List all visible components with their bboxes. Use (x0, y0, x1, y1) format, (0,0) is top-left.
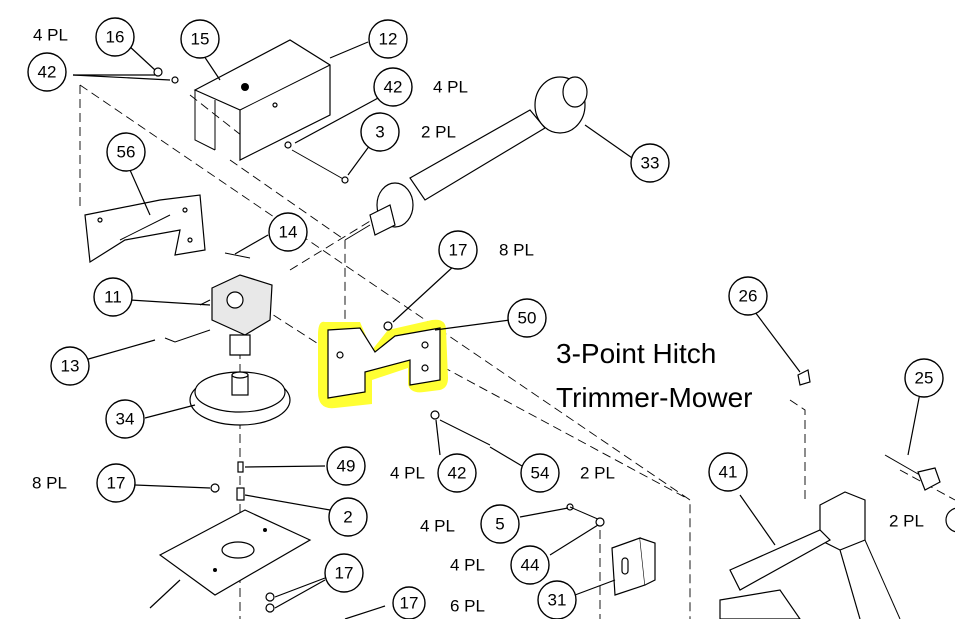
part-11-gearbox (199, 274, 273, 356)
svg-text:42: 42 (448, 464, 467, 483)
callout-17-left: 17 (96, 463, 136, 503)
callout-11: 11 (93, 277, 133, 317)
svg-text:31: 31 (548, 591, 567, 610)
callout-14: 14 (268, 212, 308, 252)
svg-text:41: 41 (719, 463, 738, 482)
callout-42-top: 42 (373, 67, 413, 107)
callout-41: 41 (708, 452, 748, 492)
part-31-bracket (611, 537, 656, 596)
part-12-housing (193, 39, 331, 161)
callout-42-top-left: 42 (27, 52, 67, 92)
callout-54: 54 (520, 453, 560, 493)
callout-15: 15 (180, 19, 220, 59)
callout-2: 2 (328, 497, 368, 537)
qty-label: 2 PL (421, 123, 456, 142)
qty-label: 4 PL (33, 26, 68, 45)
svg-text:16: 16 (106, 28, 125, 47)
callout-44: 44 (510, 545, 550, 585)
qty-label: 6 PL (450, 597, 485, 616)
part-56-plate (84, 194, 206, 264)
qty-label: 4 PL (420, 517, 455, 536)
callout-33: 33 (630, 143, 670, 183)
qty-label: 4 PL (433, 78, 468, 97)
qty-label: 2 PL (580, 464, 615, 483)
callout-5: 5 (480, 504, 520, 544)
part-25-pin (884, 454, 941, 491)
svg-text:54: 54 (531, 464, 550, 483)
part-34-pulley (189, 371, 291, 426)
svg-text:34: 34 (116, 410, 135, 429)
callout-50: 50 (507, 298, 547, 338)
callout-3: 3 (360, 112, 400, 152)
callout-12: 12 (368, 19, 408, 59)
callout-56: 56 (106, 132, 146, 172)
leader-lines (72, 41, 921, 619)
callout-17-top: 17 (438, 230, 478, 270)
callout-34: 34 (105, 399, 145, 439)
qty-label: 4 PL (450, 556, 485, 575)
qty-label: 8 PL (499, 241, 534, 260)
hardware (153, 67, 955, 613)
callout-17-lowest: 17 (392, 586, 426, 619)
svg-text:17: 17 (107, 474, 126, 493)
qty-label: 4 PL (390, 464, 425, 483)
svg-text:56: 56 (117, 143, 136, 162)
qty-label: 2 PL (889, 512, 924, 531)
diagram-title-line1: 3-Point Hitch (556, 338, 716, 369)
callout-42-mid: 42 (437, 453, 477, 493)
part-50-bracket (327, 327, 441, 399)
svg-text:42: 42 (384, 78, 403, 97)
svg-text:3: 3 (375, 123, 384, 142)
svg-text:33: 33 (641, 154, 660, 173)
svg-text:2: 2 (343, 508, 352, 527)
bottom-mounting-plate (158, 509, 312, 596)
callout-31: 31 (537, 580, 577, 619)
svg-text:15: 15 (191, 30, 210, 49)
svg-text:12: 12 (379, 30, 398, 49)
callout-25: 25 (904, 358, 944, 398)
diagram-title-line2: Trimmer-Mower (556, 382, 753, 413)
callout-49: 49 (326, 446, 366, 486)
callout-13: 13 (50, 346, 90, 386)
part-33-driveline (344, 76, 588, 241)
svg-text:44: 44 (521, 556, 540, 575)
svg-text:13: 13 (61, 357, 80, 376)
svg-text:5: 5 (495, 515, 504, 534)
svg-text:26: 26 (739, 287, 758, 306)
svg-text:50: 50 (518, 309, 537, 328)
svg-text:49: 49 (337, 457, 356, 476)
svg-text:11: 11 (104, 288, 122, 307)
callout-16: 16 (95, 17, 135, 57)
callout-17-bottom: 17 (324, 553, 364, 593)
svg-text:17: 17 (335, 564, 354, 583)
part-41-frame (719, 491, 901, 619)
svg-text:17: 17 (449, 241, 468, 260)
qty-label: 8 PL (32, 474, 67, 493)
svg-text:17: 17 (400, 594, 419, 613)
svg-text:14: 14 (279, 223, 298, 242)
svg-text:42: 42 (38, 63, 57, 82)
callout-26: 26 (728, 276, 768, 316)
svg-text:25: 25 (915, 369, 934, 388)
